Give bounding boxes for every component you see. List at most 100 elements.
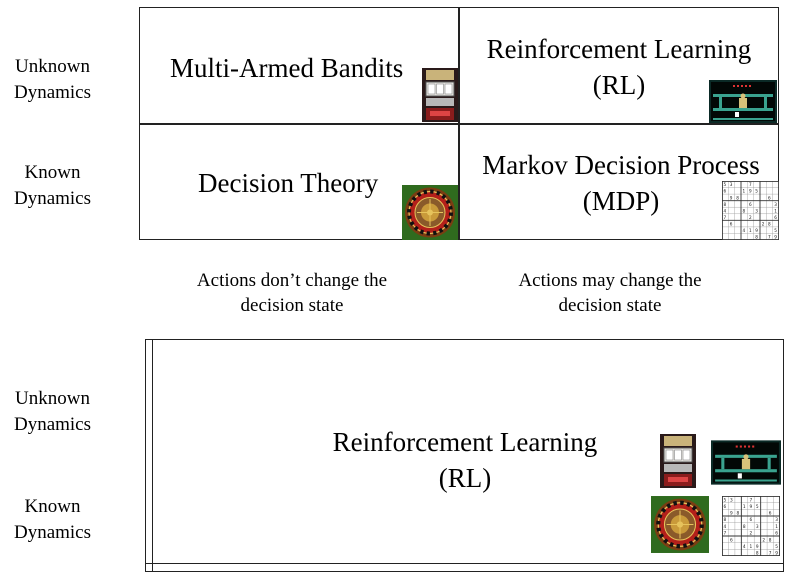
rl-label-line1: Reinforcement Learning	[486, 34, 752, 64]
top-row-label-unknown: Unknown Dynamics	[0, 54, 105, 106]
svg-text:5: 5	[724, 182, 727, 187]
unified-rl-box	[145, 339, 784, 572]
roulette-wheel-icon	[651, 496, 709, 553]
bandits-label: Multi-Armed Bandits	[170, 53, 404, 83]
cell-decision-theory	[139, 123, 460, 240]
svg-text:9: 9	[755, 228, 758, 233]
caption-line: Actions don’t change the	[196, 270, 388, 291]
svg-text:8: 8	[736, 195, 739, 200]
svg-text:8: 8	[724, 202, 727, 207]
svg-text:7: 7	[749, 182, 752, 187]
caption-no-state-change: Actions don’t change the decision state	[162, 268, 422, 318]
unified-rl-title-line1: Reinforcement Learning	[332, 427, 598, 457]
bottom-row-label-unknown: Unknown Dynamics	[0, 386, 105, 438]
svg-text:4: 4	[724, 208, 727, 213]
svg-text:6: 6	[775, 531, 778, 537]
slot-machine-icon	[660, 434, 696, 488]
caption-line: decision state	[240, 295, 344, 316]
bottom-row-label-known: Known Dynamics	[0, 494, 105, 546]
svg-text:5: 5	[724, 497, 727, 503]
box-inner-edge	[152, 339, 153, 572]
row-label-line: Dynamics	[13, 414, 92, 435]
svg-text:7: 7	[724, 215, 727, 220]
row-label-line: Known	[24, 162, 81, 183]
svg-text:2: 2	[762, 537, 765, 543]
svg-text:6: 6	[749, 517, 752, 523]
svg-text:7: 7	[768, 235, 771, 240]
svg-text:6: 6	[730, 537, 733, 543]
svg-text:1: 1	[775, 524, 778, 530]
svg-text:2: 2	[749, 215, 752, 220]
arcade-game-icon	[711, 440, 781, 485]
svg-text:1: 1	[774, 208, 777, 213]
caption-line: Actions may change the	[518, 270, 702, 291]
svg-text:4: 4	[743, 228, 746, 233]
svg-text:6: 6	[724, 504, 727, 510]
caption-state-change: Actions may change the decision state	[480, 268, 740, 318]
svg-text:6: 6	[724, 189, 727, 194]
svg-text:3: 3	[730, 182, 733, 187]
svg-text:1: 1	[749, 228, 752, 233]
svg-text:1: 1	[743, 504, 746, 510]
svg-text:5: 5	[774, 228, 777, 233]
cell-bandits	[139, 7, 460, 125]
svg-text:1: 1	[743, 189, 746, 194]
slot-machine-icon	[422, 68, 458, 122]
svg-text:1: 1	[749, 544, 752, 550]
svg-text:9: 9	[730, 195, 733, 200]
arcade-game-icon	[709, 80, 777, 123]
svg-text:8: 8	[769, 537, 772, 543]
rl-label-line2: (RL)	[592, 70, 646, 100]
svg-text:6: 6	[774, 215, 777, 220]
svg-text:4: 4	[743, 544, 746, 550]
svg-text:8: 8	[724, 517, 727, 523]
row-label-line: Dynamics	[13, 188, 92, 209]
svg-text:6: 6	[730, 222, 733, 227]
row-label-line: Unknown	[15, 56, 90, 77]
svg-text:9: 9	[730, 511, 733, 517]
svg-text:6: 6	[769, 511, 772, 517]
svg-text:2: 2	[749, 531, 752, 537]
svg-text:3: 3	[755, 208, 758, 213]
svg-text:7: 7	[749, 497, 752, 503]
row-label-line: Known	[24, 496, 81, 517]
roulette-wheel-icon	[402, 185, 458, 240]
decision-theory-label: Decision Theory	[198, 168, 379, 198]
svg-text:7: 7	[769, 551, 772, 556]
svg-text:8: 8	[768, 222, 771, 227]
svg-text:4: 4	[724, 524, 727, 530]
mdp-label: Markov Decision Process (MDP)	[462, 147, 780, 219]
caption-line: decision state	[558, 295, 662, 316]
mdp-label-line2: (MDP)	[582, 186, 660, 216]
row-label-line: Dynamics	[13, 522, 92, 543]
svg-text:8: 8	[755, 235, 758, 240]
svg-text:6: 6	[749, 202, 752, 207]
rl-label: Reinforcement Learning (RL)	[460, 31, 778, 103]
svg-text:9: 9	[749, 189, 752, 194]
svg-text:9: 9	[749, 504, 752, 510]
svg-text:9: 9	[774, 235, 777, 240]
svg-text:3: 3	[774, 202, 777, 207]
top-row-label-known: Known Dynamics	[0, 160, 105, 212]
cell-reinforcement-learning	[458, 7, 779, 125]
svg-text:3: 3	[756, 524, 759, 530]
mdp-label-line1: Markov Decision Process	[482, 150, 760, 180]
unified-rl-title-line2: (RL)	[438, 463, 492, 493]
svg-text:8: 8	[743, 208, 746, 213]
svg-text:6: 6	[768, 195, 771, 200]
svg-text:3: 3	[775, 517, 778, 523]
svg-text:5: 5	[775, 544, 778, 550]
svg-text:3: 3	[730, 497, 733, 503]
svg-text:8: 8	[756, 551, 759, 556]
svg-text:9: 9	[756, 544, 759, 550]
svg-text:2: 2	[762, 222, 765, 227]
svg-text:9: 9	[775, 551, 778, 556]
box-bottom-edge	[145, 563, 784, 564]
svg-text:5: 5	[755, 189, 758, 194]
row-label-line: Dynamics	[13, 82, 92, 103]
unified-rl-title: Reinforcement Learning (RL)	[300, 424, 630, 496]
svg-text:5: 5	[756, 504, 759, 510]
row-label-line: Unknown	[15, 388, 90, 409]
